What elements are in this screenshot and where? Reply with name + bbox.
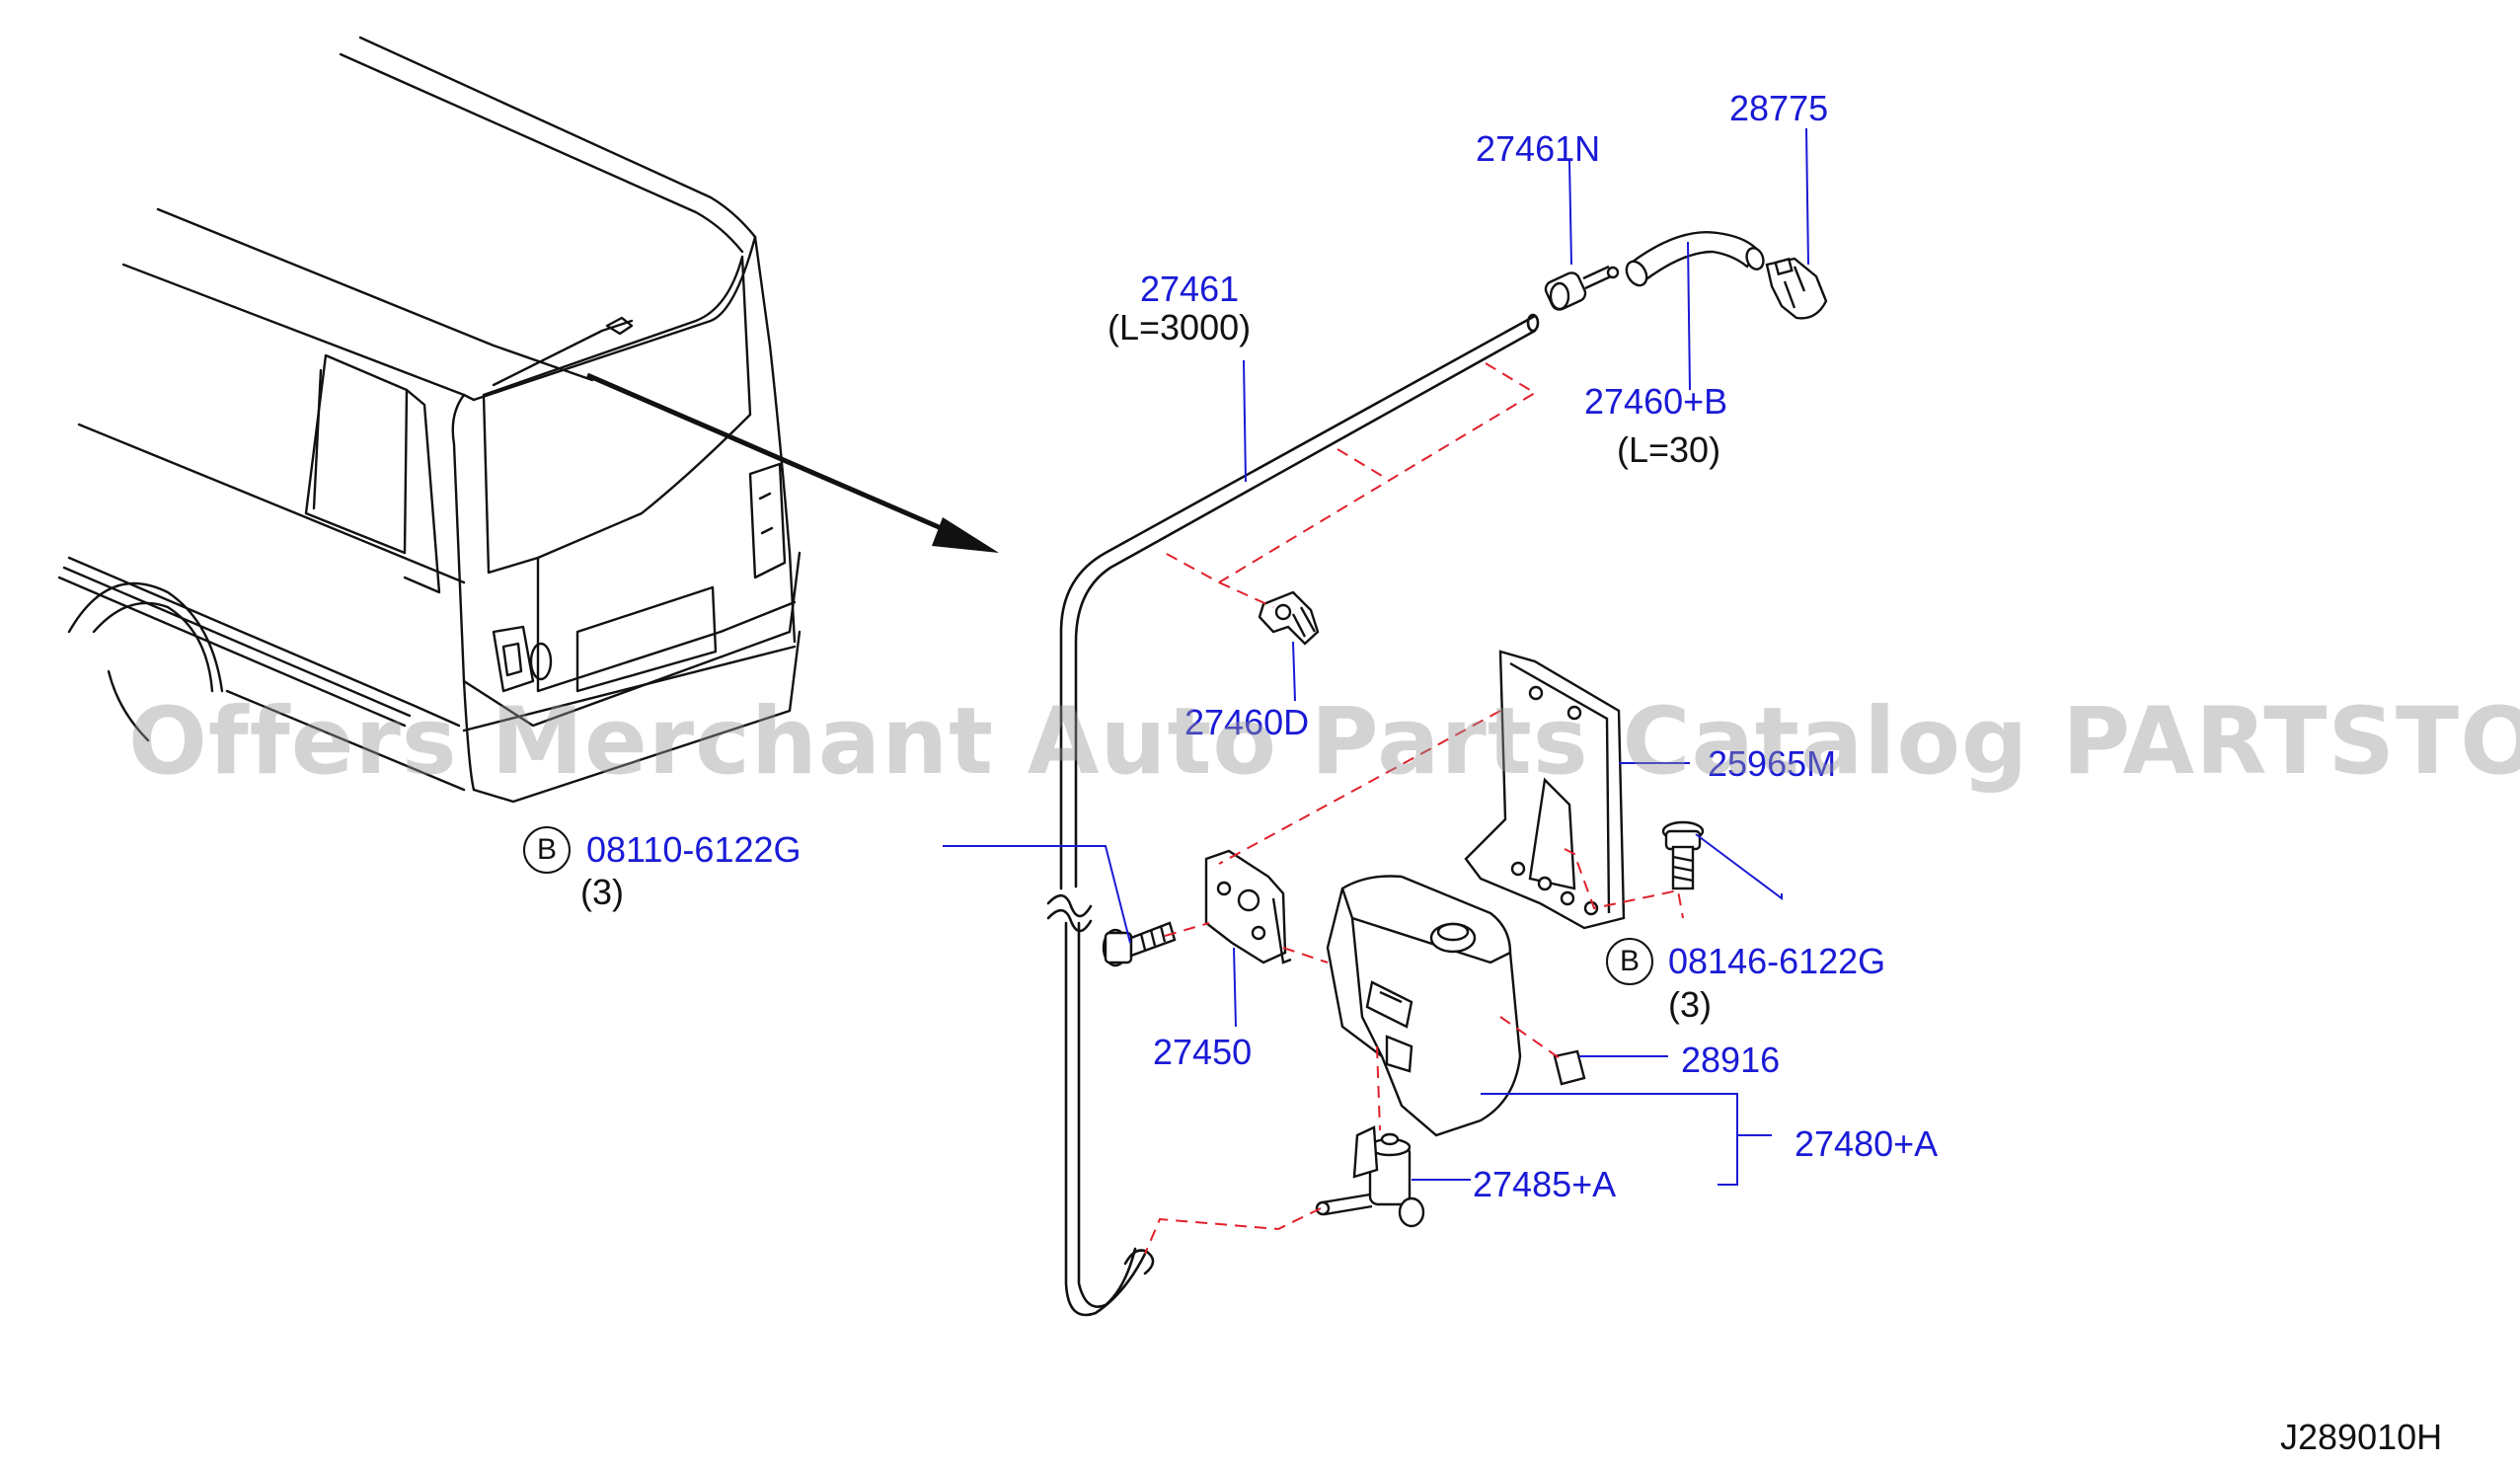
badge-b-08146: B — [1606, 938, 1653, 985]
badge-b-08110: B — [523, 826, 571, 874]
bolt-08110 — [1102, 921, 1177, 967]
nozzle-28775 — [1765, 257, 1828, 320]
label-27461N[interactable]: 27461N — [1476, 128, 1601, 169]
label-28916[interactable]: 28916 — [1681, 1040, 1781, 1080]
hose-27460B — [1625, 231, 1765, 287]
bolt-08146 — [1661, 820, 1705, 890]
bracket-25965M — [1464, 650, 1626, 930]
watermark: Offers Merchant Auto Parts Catalog PARTS… — [128, 688, 2520, 796]
view-arrow — [586, 372, 999, 553]
check-valve-27461N — [1544, 265, 1620, 311]
label-28775[interactable]: 28775 — [1729, 88, 1829, 128]
label-08110-qty: (3) — [580, 872, 624, 912]
pump-27485A — [1315, 1125, 1425, 1228]
label-27461[interactable]: 27461 — [1140, 269, 1240, 309]
hose-27461 — [1046, 313, 1540, 1317]
label-08110-6122G[interactable]: 08110-6122G — [586, 829, 802, 870]
filter-28916 — [1553, 1049, 1586, 1086]
label-27461-length: (L=3000) — [1107, 307, 1252, 347]
van-illustration — [57, 36, 802, 804]
tank-27480A — [1326, 875, 1522, 1137]
assembly-dash-lines — [1144, 362, 1684, 1255]
clip-27460D — [1258, 590, 1320, 646]
label-27450[interactable]: 27450 — [1153, 1032, 1253, 1072]
label-08146-6122G[interactable]: 08146-6122G — [1668, 941, 1886, 981]
leader-lines — [943, 127, 1809, 1186]
label-27460B[interactable]: 27460+B — [1584, 381, 1728, 422]
label-27480A[interactable]: 27480+A — [1795, 1123, 1939, 1164]
label-27460D[interactable]: 27460D — [1184, 702, 1310, 742]
bracket-27450 — [1204, 849, 1292, 964]
label-27485A[interactable]: 27485+A — [1473, 1164, 1617, 1204]
diagram-code: J289010H — [2280, 1417, 2443, 1457]
label-08146-qty: (3) — [1668, 984, 1712, 1025]
label-27460B-length: (L=30) — [1617, 429, 1721, 470]
label-25965M[interactable]: 25965M — [1708, 743, 1837, 784]
